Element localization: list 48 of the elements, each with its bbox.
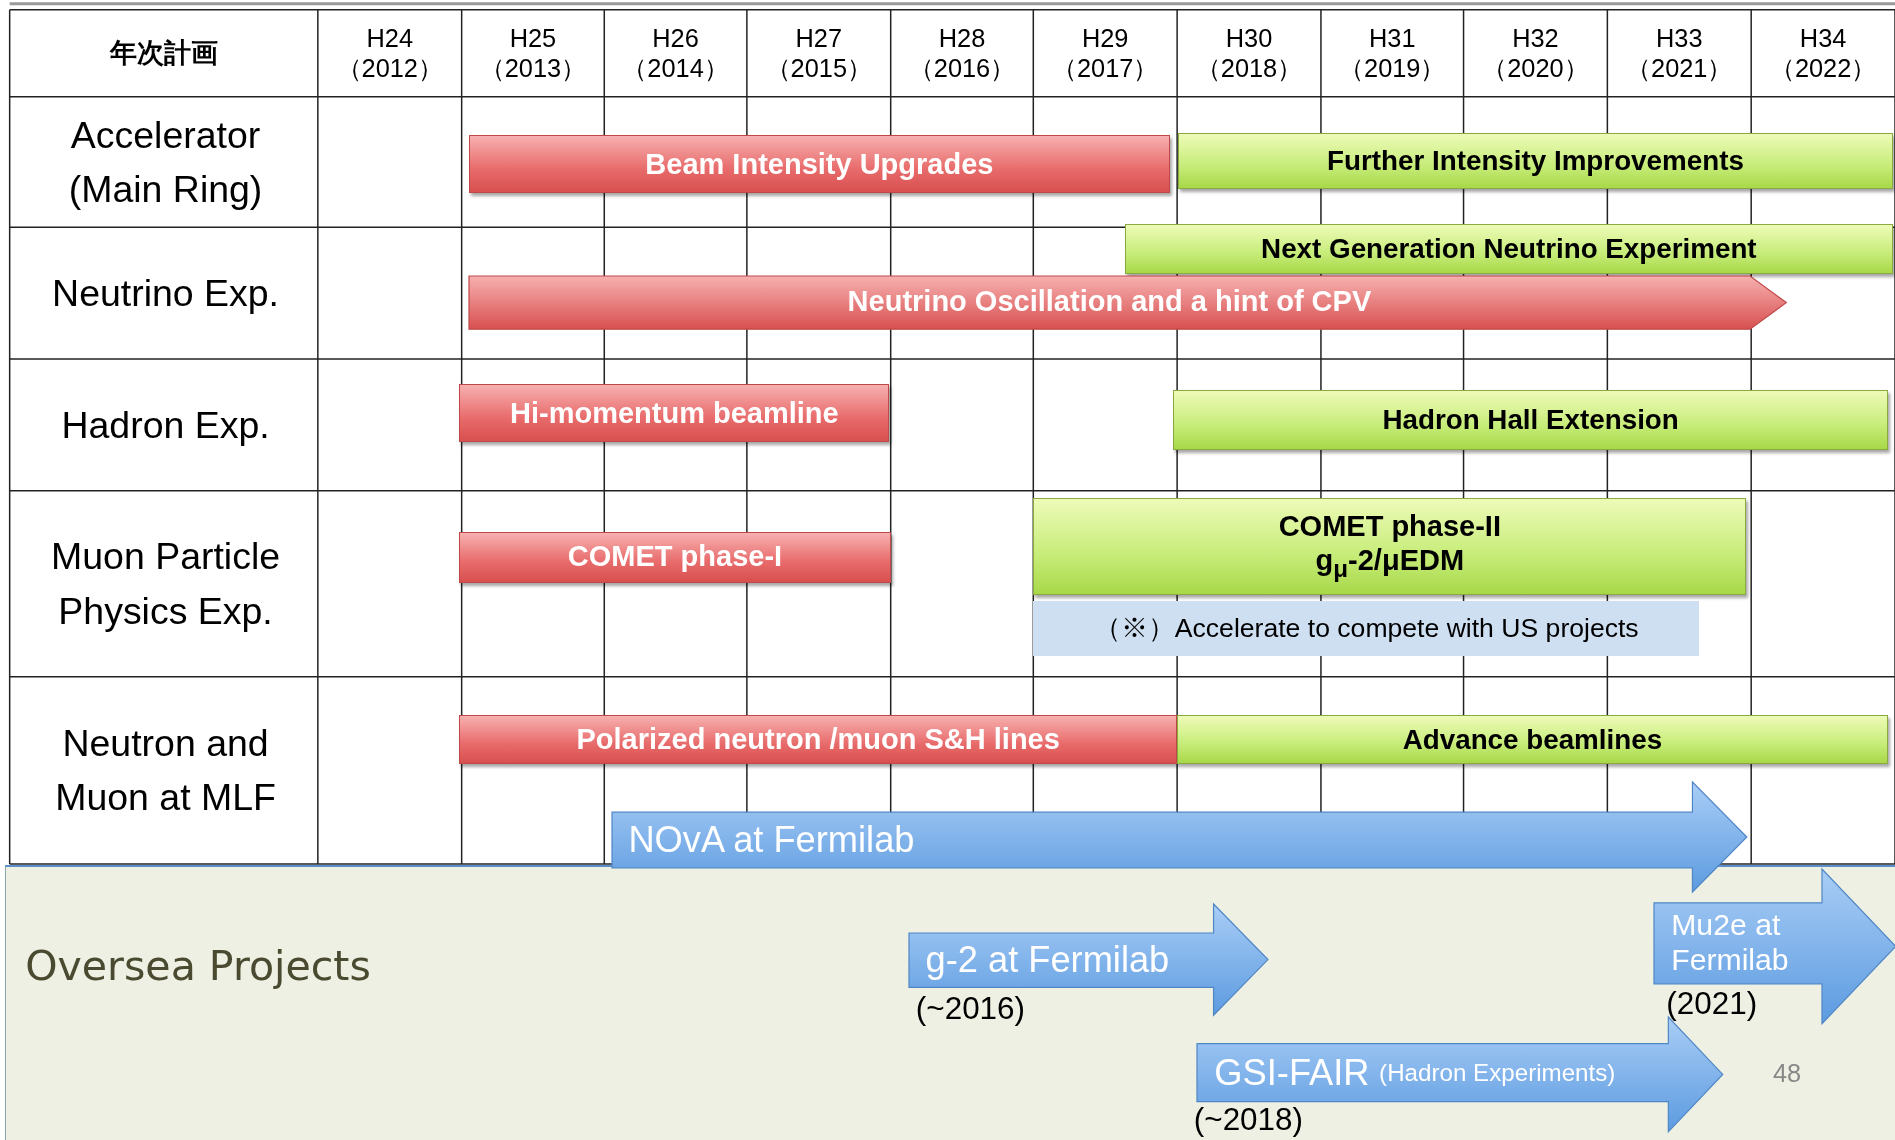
bar-label: Further Intensity Improvements bbox=[1327, 144, 1744, 177]
bar-label: NOvA at Fermilab bbox=[628, 819, 915, 861]
project-banner bbox=[1654, 868, 1895, 1024]
page-number: 48 bbox=[1772, 1058, 1802, 1088]
timeline-bar bbox=[1033, 497, 1747, 595]
column-header: H28 （2016） bbox=[908, 22, 1016, 84]
timeline-bar bbox=[468, 135, 1170, 194]
bar-label: Next Generation Neutrino Experiment bbox=[1261, 232, 1757, 265]
date-caption: (~2018) bbox=[1193, 1101, 1303, 1138]
column-header: H26 （2014） bbox=[622, 22, 729, 84]
note-box bbox=[1033, 600, 1700, 657]
bar-label: Hadron Hall Extension bbox=[1382, 404, 1679, 436]
column-header: H30 （2018） bbox=[1195, 22, 1303, 84]
column-header: H24 （2012） bbox=[336, 22, 443, 84]
timeline-bar bbox=[459, 531, 891, 583]
column-header: H27 （2015） bbox=[765, 22, 872, 84]
bar-label: Neutrino Oscillation and a hint of CPV bbox=[847, 285, 1372, 319]
bar-label: Mu2e at Fermilab bbox=[1671, 908, 1790, 978]
timeline-bar bbox=[459, 715, 1178, 764]
timeline-bar bbox=[1178, 132, 1893, 189]
bar-label: Beam Intensity Upgrades bbox=[645, 147, 994, 181]
timeline-bar bbox=[1125, 223, 1893, 275]
region-panel bbox=[4, 865, 1895, 1140]
column-header: H34 （2022） bbox=[1769, 22, 1877, 84]
column-header: H25 （2013） bbox=[479, 22, 587, 84]
project-banner bbox=[611, 781, 1747, 892]
bar-label: (Hadron Experiments) bbox=[1379, 1058, 1616, 1087]
column-header: H31 （2019） bbox=[1339, 22, 1446, 84]
column-header: H32 （2020） bbox=[1482, 22, 1589, 84]
bar-label: Advance beamlines bbox=[1402, 723, 1663, 756]
bar-label: COMET phase-I bbox=[567, 540, 783, 574]
column-header: H29 （2017） bbox=[1052, 22, 1159, 84]
date-caption: (~2016) bbox=[915, 990, 1025, 1027]
bar-label: GSI-FAIR bbox=[1214, 1051, 1370, 1094]
column-header: H33 （2021） bbox=[1626, 22, 1733, 84]
bar-label: Hi-momentum beamline bbox=[510, 396, 839, 430]
bar-label: COMET phase-II bbox=[1278, 510, 1501, 544]
timeline-bar bbox=[1173, 390, 1888, 450]
timeline-bar bbox=[468, 275, 1787, 329]
panel-title: Oversea Projects bbox=[25, 942, 371, 991]
timeline-bar bbox=[459, 384, 890, 443]
column-header: 年次計画 bbox=[109, 37, 218, 71]
timeline-bar bbox=[1177, 715, 1888, 764]
bar-label: g$_{μ}$-2/μEDM bbox=[1315, 543, 1465, 583]
bar-label: （※）Accelerate to compete with US projects bbox=[1093, 613, 1639, 644]
bar-label: Polarized neutron /muon S&H lines bbox=[576, 722, 1060, 757]
bar-label: g-2 at Fermilab bbox=[925, 938, 1170, 981]
date-caption: (2021) bbox=[1666, 985, 1758, 1022]
